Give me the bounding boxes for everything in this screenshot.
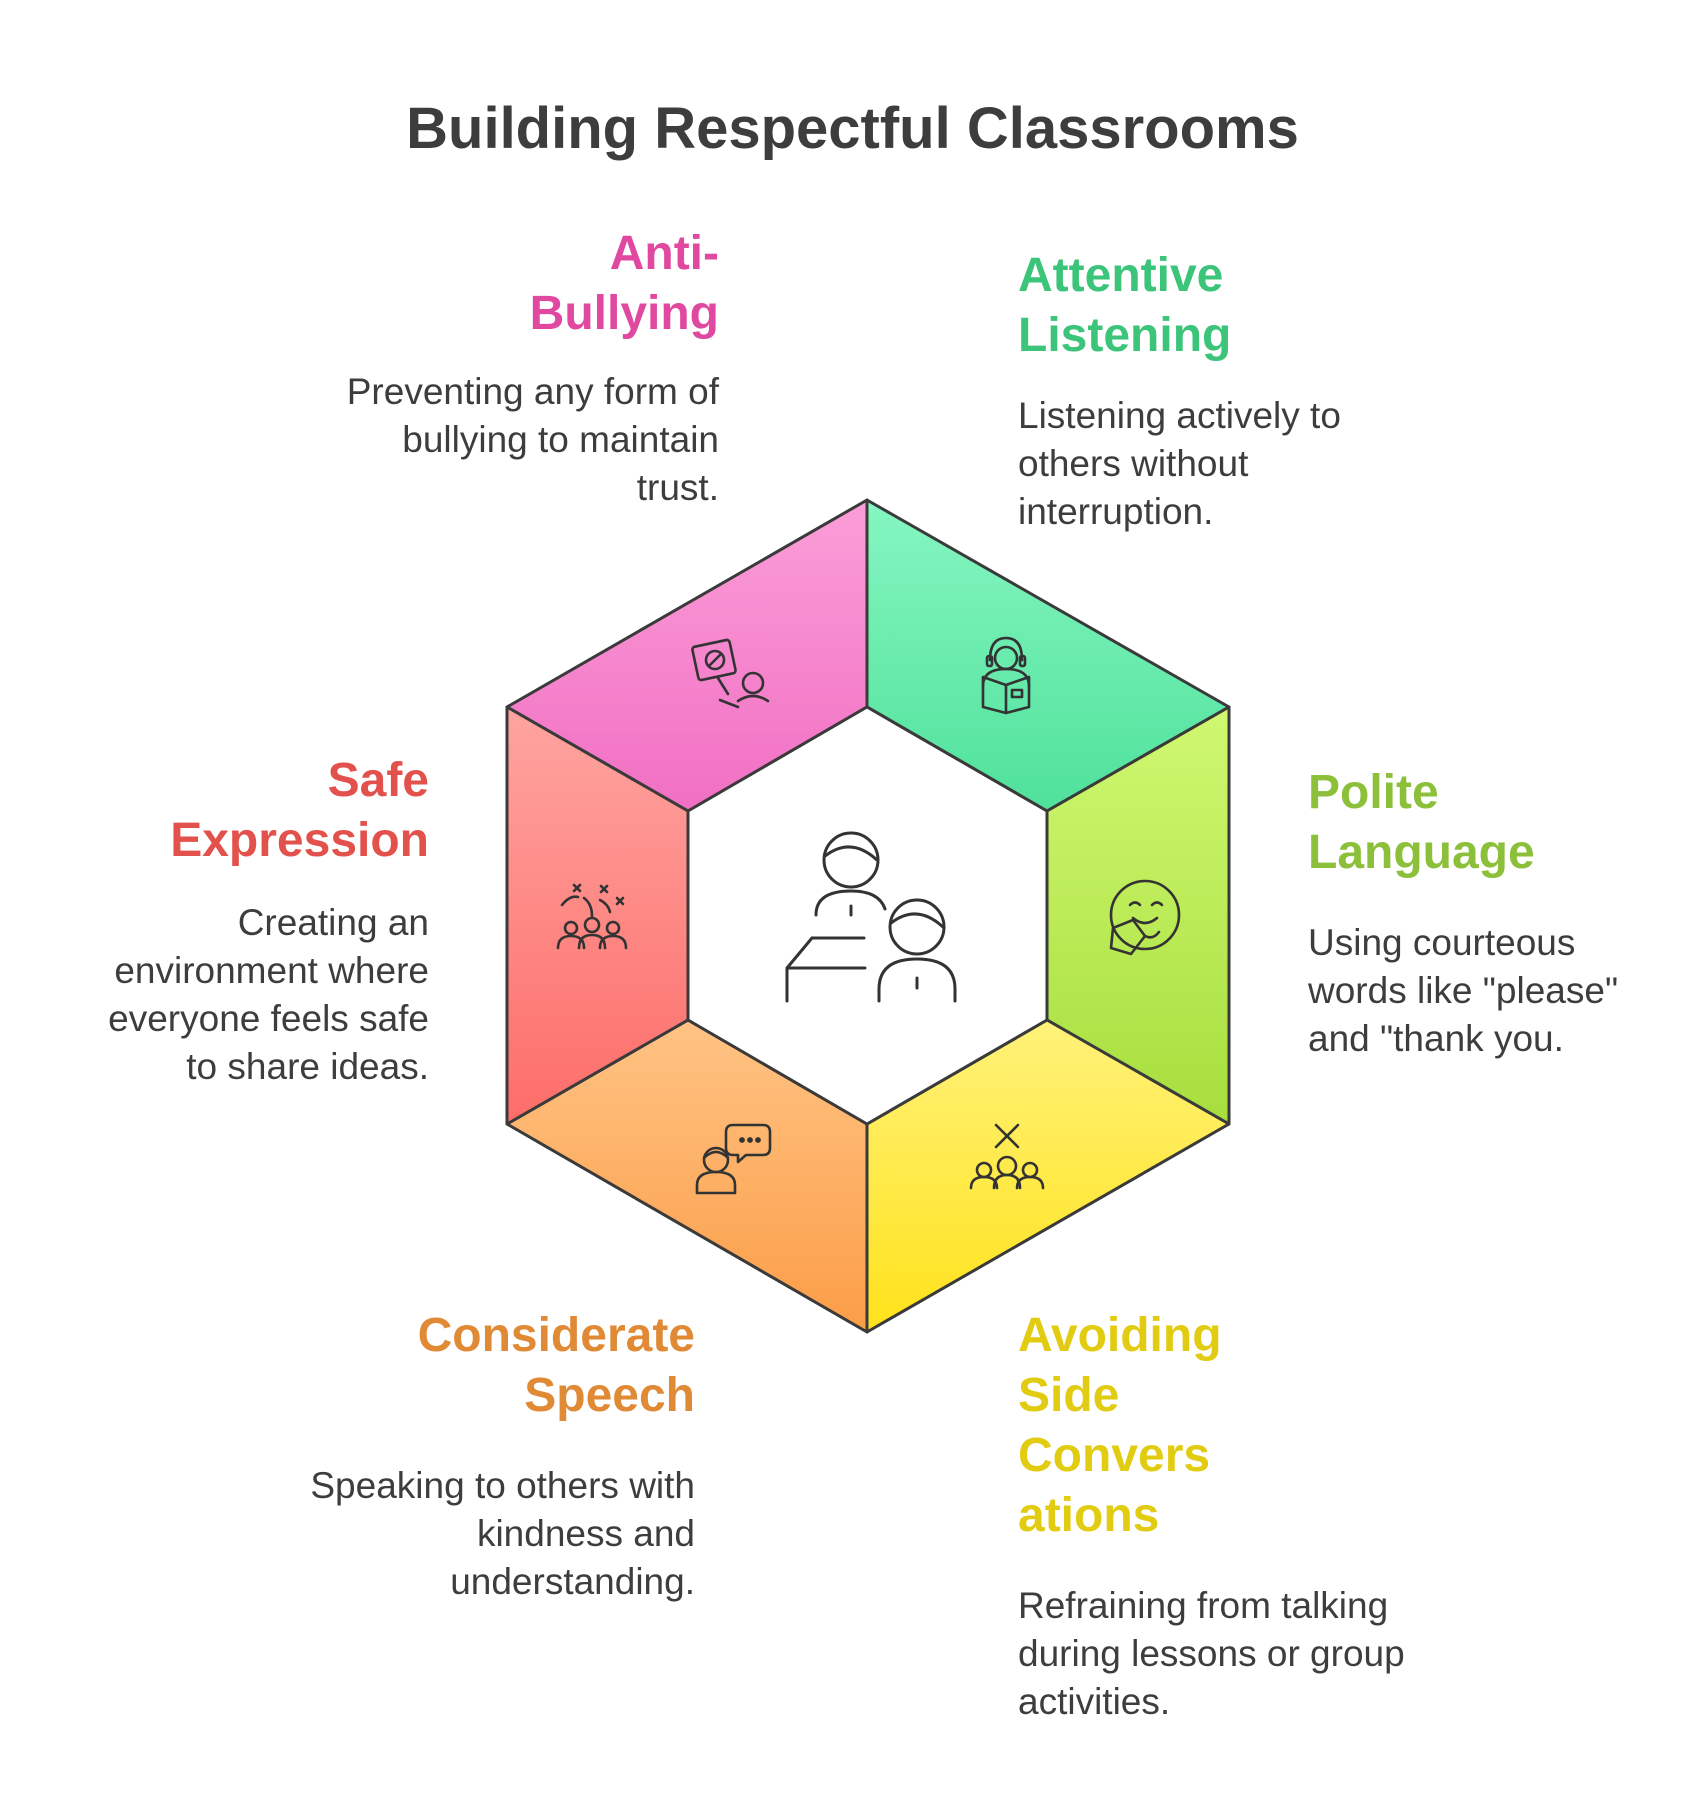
item-description: Using courteous words like "please" and … [1308,922,1619,1059]
smiling-face-book-icon [1109,879,1181,956]
item-heading: Anti- Bullying [529,227,719,340]
teacher-student-desk-icon [785,831,957,1003]
no-talking-group-icon [969,1123,1045,1190]
item-attentive-listening: Attentive Listening Listening actively t… [1018,246,1438,536]
item-description: Listening actively to others without int… [1018,395,1341,532]
item-heading: Polite Language [1308,766,1535,879]
item-heading: Attentive Listening [1018,249,1232,362]
item-heading: Safe Expression [170,754,429,867]
page-title: Building Respectful Classrooms [406,96,1299,161]
item-considerate-speech: Considerate Speech Speaking to others wi… [225,1306,695,1606]
item-safe-expression: Safe Expression Creating an environment … [29,751,429,1091]
item-description: Speaking to others with kindness and und… [310,1465,695,1602]
item-description: Refraining from talking during lessons o… [1018,1585,1405,1722]
item-polite-language: Polite Language Using courteous words li… [1308,763,1698,1063]
item-heading: Avoiding Side Convers ations [1018,1309,1222,1542]
item-description: Creating an environment where everyone f… [108,902,429,1087]
item-anti-bullying: Anti- Bullying Preventing any form of bu… [299,224,719,512]
item-description: Preventing any form of bullying to maint… [346,371,719,508]
celebrating-group-icon [556,883,628,950]
item-avoiding-side-conversations: Avoiding Side Convers ations Refraining … [1018,1306,1488,1726]
center-hexagon [686,705,1049,1126]
item-heading: Considerate Speech [417,1309,695,1422]
person-speech-bubble-icon [695,1123,772,1195]
no-bullying-sign-icon [691,638,770,709]
listener-with-book-icon [981,636,1031,715]
